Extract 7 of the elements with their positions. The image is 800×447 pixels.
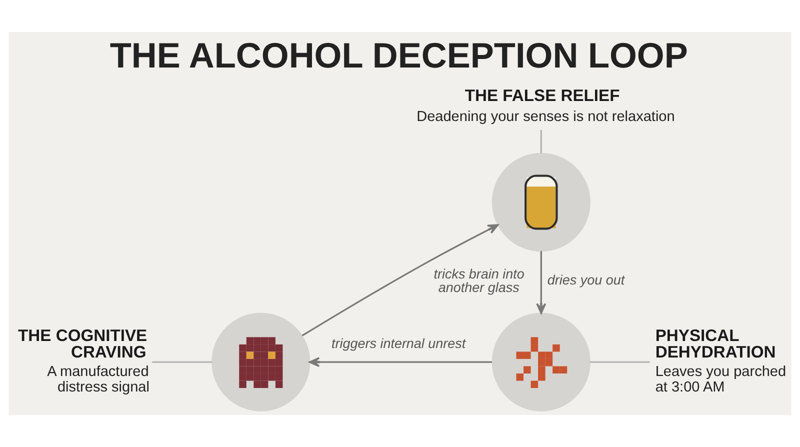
diagram-title: THE ALCOHOL DECEPTION LOOP: [110, 36, 688, 76]
node-text: THE FALSE RELIEF Deadening your senses is not relaxation: [416, 86, 675, 125]
edge-label: triggers internal unrest: [331, 336, 466, 351]
edge-label: dries you out: [547, 272, 625, 288]
node-text: PHYSICAL DEHYDRATION Leaves you parched at 3:00 AM: [655, 326, 786, 396]
edge-label: tricks brain into another glass: [434, 266, 524, 295]
node-text: THE COGNITIVE CRAVING A manufactured distress signal: [18, 326, 150, 396]
